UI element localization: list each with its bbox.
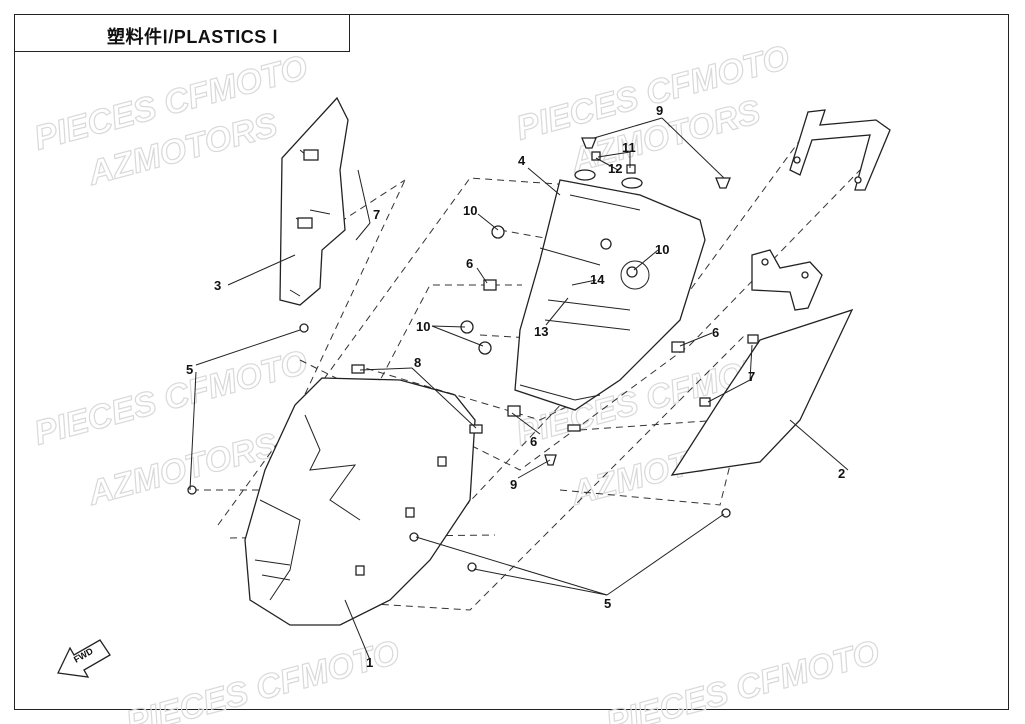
part-3-side-panel — [279, 96, 349, 306]
callout-10: 10 — [655, 242, 669, 257]
callout-14: 14 — [590, 272, 605, 287]
callout-10: 10 — [416, 319, 430, 334]
callout-2: 2 — [838, 466, 845, 481]
part-2-right-panel — [670, 308, 854, 476]
leader-lines — [189, 117, 849, 661]
part-1-front-fairing — [244, 377, 476, 626]
callout-11: 11 — [622, 140, 636, 155]
callout-12: 12 — [608, 161, 622, 176]
callout-7: 7 — [373, 207, 380, 222]
drawing-frame — [14, 14, 1009, 710]
part-4-inner-panel — [514, 179, 706, 411]
watermark-text: PIECES CFMOTO — [122, 633, 403, 724]
fwd-arrow-icon: FWD — [57, 639, 111, 678]
callout-7: 7 — [748, 369, 755, 384]
watermark-text: PIECES CFMOTO — [602, 633, 883, 724]
callout-8: 8 — [414, 355, 421, 370]
callout-9: 9 — [656, 103, 663, 118]
callout-3: 3 — [214, 278, 221, 293]
callout-6: 6 — [712, 325, 719, 340]
bracket-top-right — [751, 109, 891, 311]
callout-6: 6 — [530, 434, 537, 449]
callout-9: 9 — [510, 477, 517, 492]
callout-4: 4 — [518, 153, 526, 168]
fasteners — [187, 137, 759, 572]
page-title: 塑料件Ⅰ/PLASTICS Ⅰ — [107, 27, 279, 47]
callout-5: 5 — [604, 596, 611, 611]
callout-13: 13 — [534, 324, 548, 339]
title-box: 塑料件Ⅰ/PLASTICS Ⅰ — [14, 14, 350, 52]
callout-labels: 1 2 3 4 5 5 6 6 6 7 7 8 9 9 10 10 10 11 … — [186, 103, 845, 670]
callout-10: 10 — [463, 203, 477, 218]
callout-5: 5 — [186, 362, 193, 377]
watermark-text: AZMOTORS — [83, 426, 281, 513]
callout-6: 6 — [466, 256, 473, 271]
callout-1: 1 — [366, 655, 373, 670]
